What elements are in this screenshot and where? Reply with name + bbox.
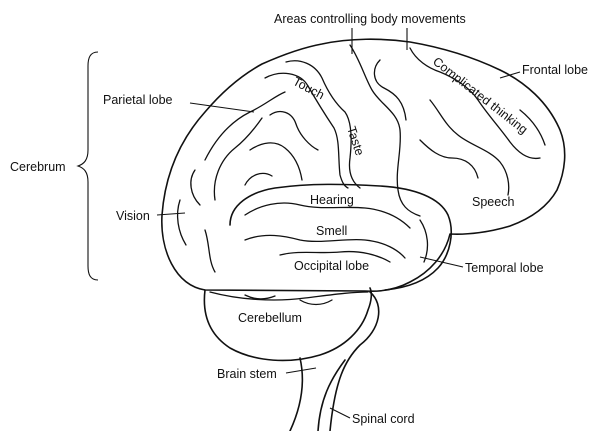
cerebrum-brace xyxy=(78,52,98,280)
label-spinal-cord: Spinal cord xyxy=(352,412,415,426)
label-parietal-lobe: Parietal lobe xyxy=(103,93,173,107)
label-cerebrum: Cerebrum xyxy=(10,160,66,174)
label-taste: Taste xyxy=(344,125,367,158)
labels: Areas controlling body movements Frontal… xyxy=(10,12,588,426)
label-hearing: Hearing xyxy=(310,193,354,207)
label-speech: Speech xyxy=(472,195,514,209)
label-touch: Touch xyxy=(291,74,327,102)
label-smell: Smell xyxy=(316,224,347,238)
label-frontal-lobe: Frontal lobe xyxy=(522,63,588,77)
label-brain-stem: Brain stem xyxy=(217,367,277,381)
label-temporal-lobe: Temporal lobe xyxy=(465,261,544,275)
brain-stem-outline xyxy=(290,358,302,431)
label-vision: Vision xyxy=(116,209,150,223)
label-complicated-thinking: Complicated thinking xyxy=(430,54,530,136)
label-occipital-lobe: Occipital lobe xyxy=(294,259,369,273)
spinal-cord-outline xyxy=(330,292,379,431)
label-cerebellum: Cerebellum xyxy=(238,311,302,325)
label-areas-controlling-body-movements: Areas controlling body movements xyxy=(274,12,466,26)
